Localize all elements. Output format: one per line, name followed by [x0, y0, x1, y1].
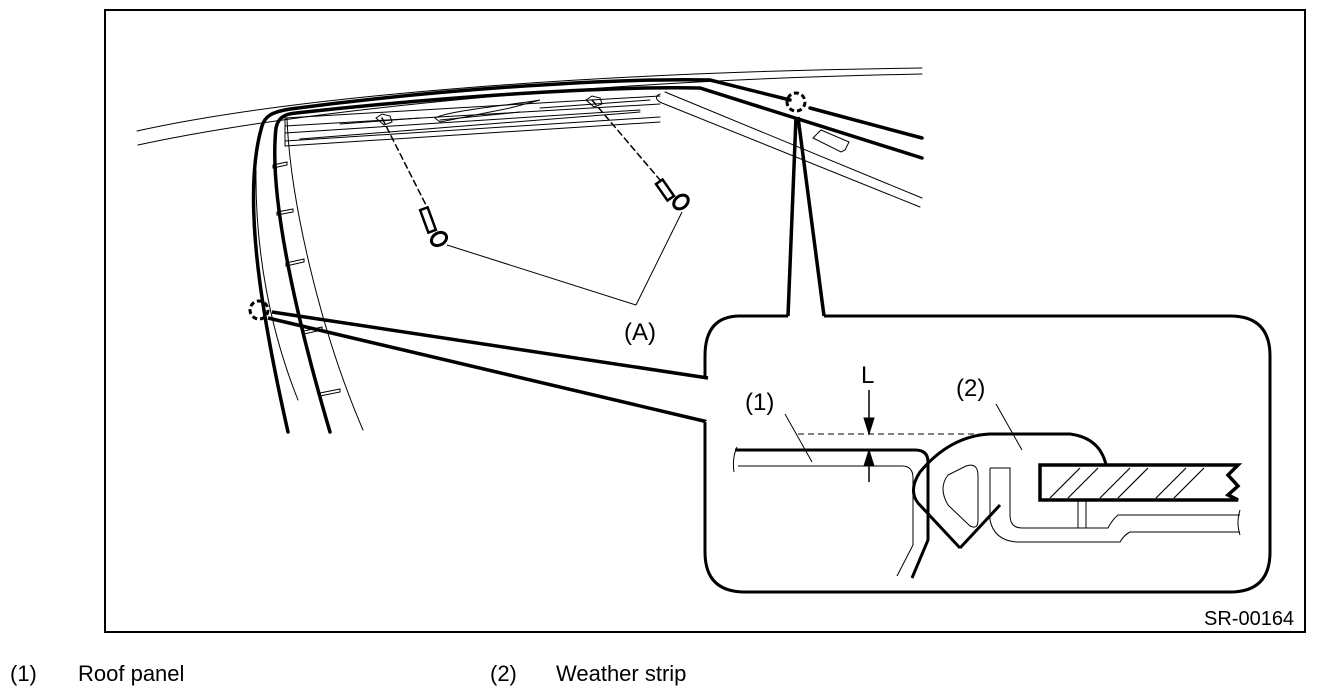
glass-panel-section	[1038, 463, 1243, 502]
glass-edge-1	[656, 93, 921, 208]
callout-a-leaders	[446, 211, 683, 306]
weather-strip-section	[912, 432, 1241, 550]
pillar-trim-line-1	[255, 169, 299, 401]
figure-frame	[104, 9, 1306, 633]
callout-1-leader	[784, 413, 813, 463]
bolt-1-guide	[381, 117, 431, 214]
legend-item-2-label: Weather strip	[556, 661, 687, 686]
legend-item-1-number: (1)	[10, 661, 37, 686]
detail-marker-roof	[785, 91, 807, 113]
detail-marker-pillar	[248, 299, 270, 321]
bolt-2-guide	[591, 99, 661, 181]
legend-item-1-label: Roof panel	[78, 661, 185, 686]
opening-outline-outer	[251, 78, 924, 434]
callout-2-leader	[995, 403, 1023, 451]
legend-item-2-number: (2)	[490, 661, 517, 686]
magnifier-lines	[267, 116, 826, 424]
bolt-a-right	[654, 177, 690, 211]
roof-overview	[136, 67, 924, 434]
detail-inset: L (1) (2)	[703, 314, 1272, 594]
opening-outline-inner	[273, 85, 924, 434]
pillar-trim-line-2	[286, 117, 364, 431]
bolt-a-left	[418, 205, 449, 248]
detail-frame	[703, 314, 1272, 594]
figure-id: SR-00164	[1204, 608, 1294, 630]
pillar-slots	[272, 161, 341, 397]
callout-a: (A)	[624, 319, 656, 346]
callout-2: (2)	[956, 375, 985, 402]
roof-vent-slot	[812, 129, 850, 153]
dimension-l-label: L	[861, 362, 874, 389]
dimension-l-arrows	[863, 390, 875, 482]
roof-outer-line-1	[136, 67, 923, 132]
callout-1: (1)	[745, 389, 774, 416]
